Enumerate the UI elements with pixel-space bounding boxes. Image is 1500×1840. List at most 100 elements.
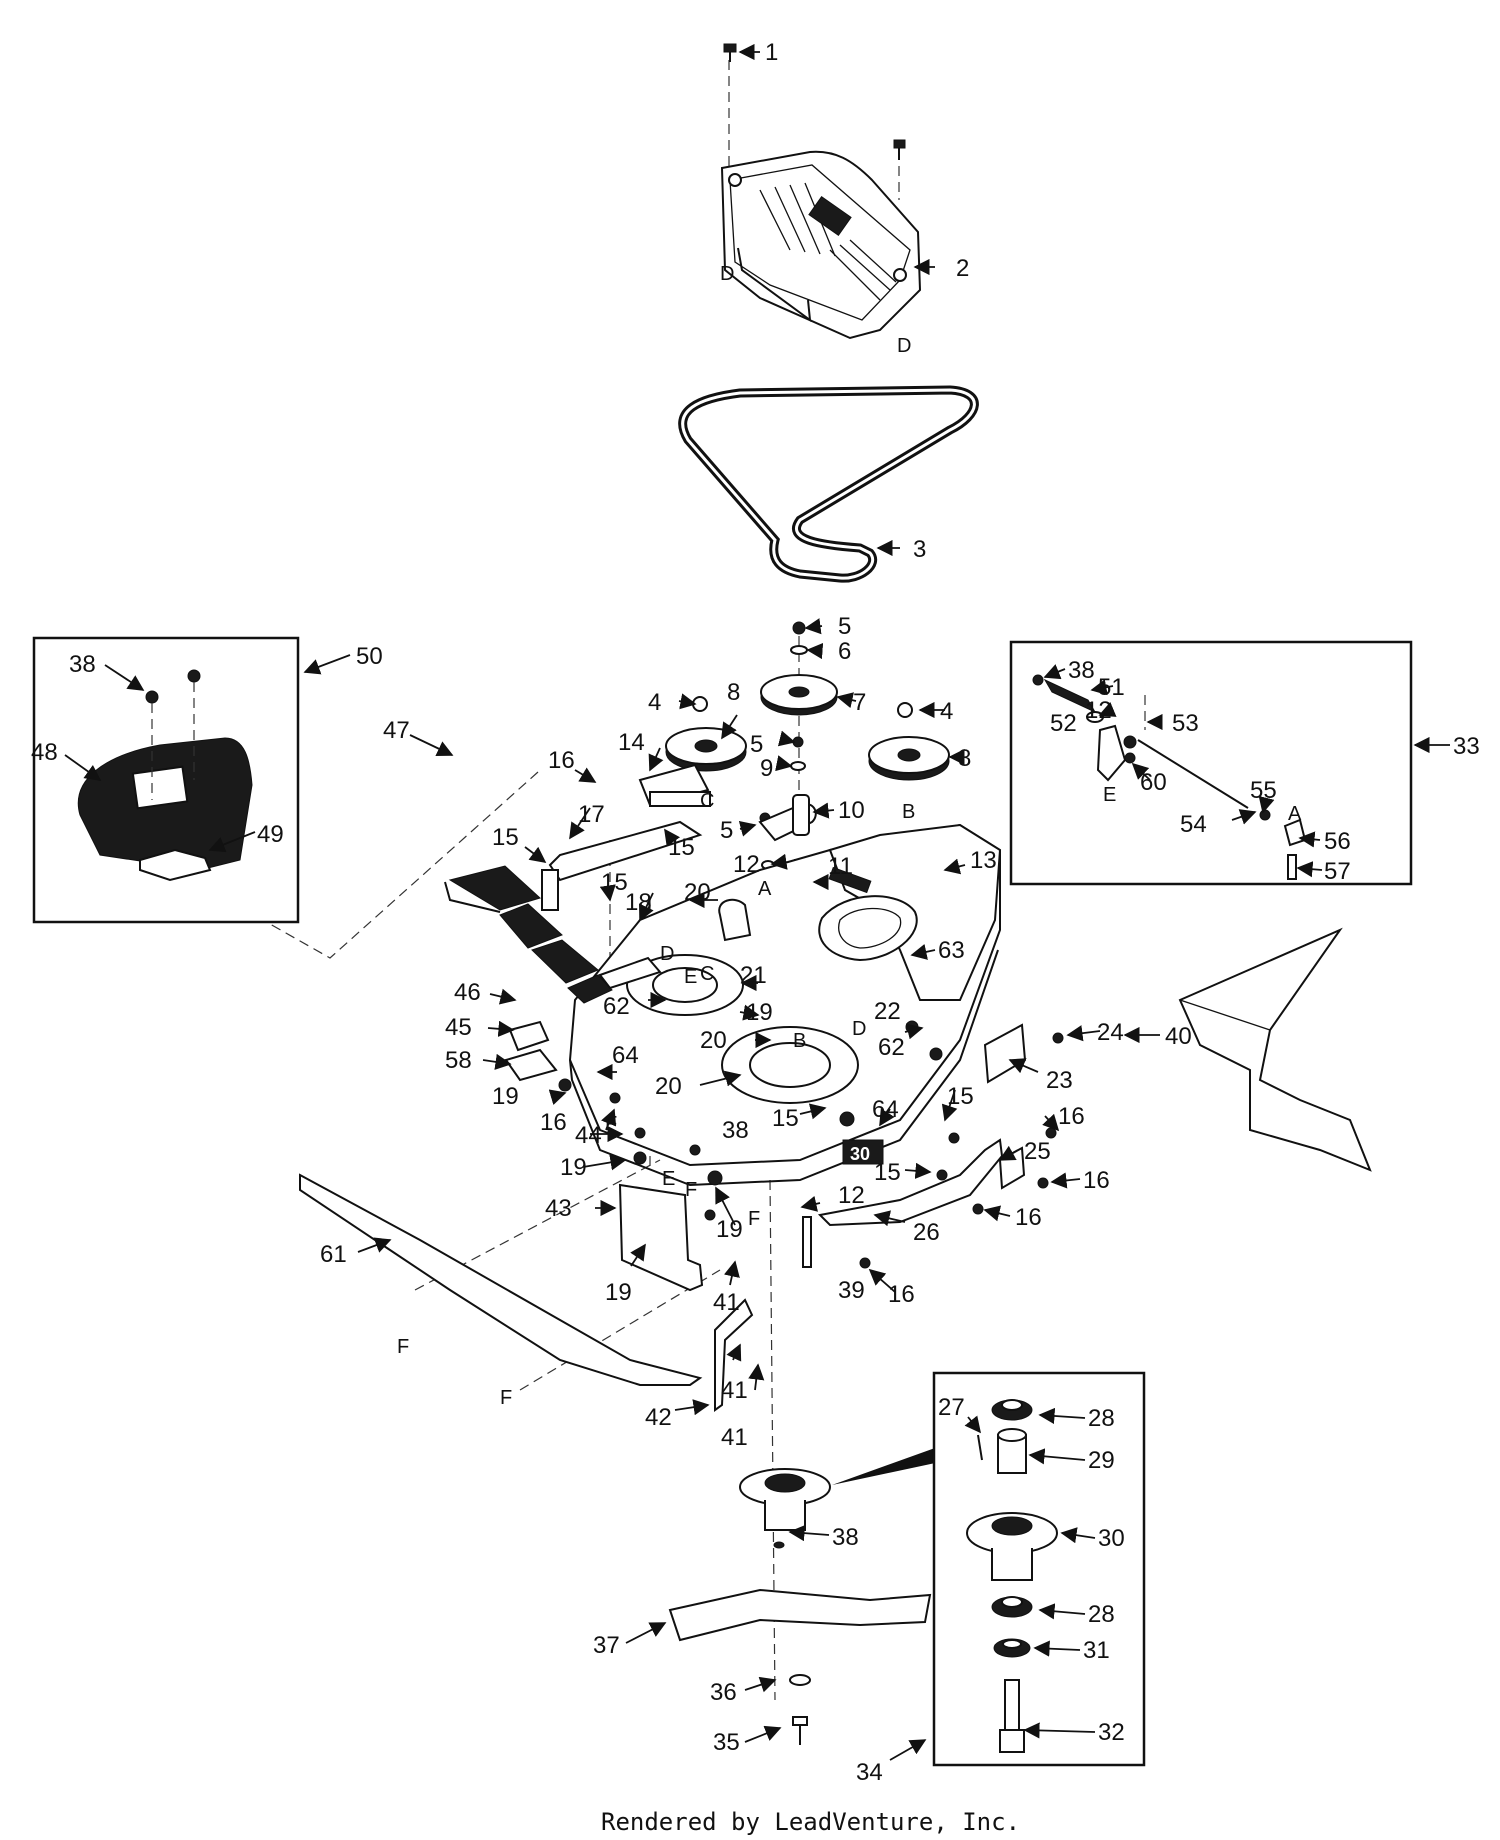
callout-5c: 5	[720, 817, 733, 844]
ref-c-1: C	[700, 790, 714, 812]
callout-54: 54	[1180, 811, 1207, 838]
callout-62a: 62	[603, 993, 630, 1020]
callout-55: 55	[1250, 777, 1277, 804]
callout-18: 18	[625, 889, 652, 916]
callout-4a: 4	[648, 689, 661, 716]
callout-15a: 15	[492, 824, 519, 851]
callout-15e: 15	[947, 1083, 974, 1110]
bracket-18	[598, 956, 662, 990]
callout-5a: 5	[838, 613, 851, 640]
callout-8a: 8	[727, 679, 740, 706]
callout-41c: 41	[721, 1424, 748, 1451]
callout-38a: 38	[69, 651, 96, 678]
callout-44: 44	[575, 1122, 602, 1149]
ref-d-4: D	[852, 1018, 866, 1040]
callout-2: 2	[956, 255, 969, 282]
idler-arm-10	[758, 794, 817, 842]
callout-7: 7	[853, 689, 866, 716]
pulley-7	[760, 674, 838, 716]
callout-20b: 20	[700, 1027, 727, 1054]
callout-19d: 19	[716, 1216, 743, 1243]
lift-arm-17	[541, 820, 703, 911]
plate-23	[983, 1023, 1027, 1084]
pulley-8-right	[868, 736, 950, 781]
ref-e-2: E	[684, 966, 697, 988]
ref-f-2: F	[685, 1179, 697, 1201]
callout-35: 35	[713, 1729, 740, 1756]
callout-41b: 41	[721, 1377, 748, 1404]
callout-43: 43	[545, 1195, 572, 1222]
callout-45: 45	[445, 1014, 472, 1041]
callout-12c: 12	[838, 1182, 865, 1209]
callout-49: 49	[257, 821, 284, 848]
callout-34: 34	[856, 1759, 883, 1786]
callout-62b: 62	[878, 1034, 905, 1061]
callout-16a: 16	[548, 747, 575, 774]
ref-e-1: E	[1103, 784, 1116, 806]
callout-51: 51	[1098, 674, 1125, 701]
callout-20a: 20	[684, 879, 711, 906]
callout-38d: 38	[832, 1524, 859, 1551]
callout-64b: 64	[872, 1096, 899, 1123]
callout-39: 39	[838, 1277, 865, 1304]
discharge-chute-40	[1178, 927, 1372, 1172]
ref-f-3: F	[748, 1208, 760, 1230]
washer-bolt	[789, 1674, 811, 1745]
callout-1: 1	[765, 39, 778, 66]
ref-d-2: D	[897, 335, 911, 357]
callout-19b: 19	[746, 999, 773, 1026]
callout-15d: 15	[772, 1105, 799, 1132]
callout-30: 30	[1098, 1525, 1125, 1552]
callout-20c: 20	[655, 1073, 682, 1100]
drive-belt	[678, 385, 979, 583]
callout-15c: 15	[601, 869, 628, 896]
ref-b-2: B	[793, 1030, 806, 1052]
ref-d-1: D	[720, 263, 734, 285]
callout-10: 10	[838, 797, 865, 824]
callout-29: 29	[1088, 1447, 1115, 1474]
ref-c-2: C	[700, 963, 714, 985]
callout-8b: 8	[958, 745, 971, 772]
inset-box-50	[32, 636, 300, 924]
ref-e-3: E	[662, 1168, 675, 1190]
blade-37	[668, 1588, 932, 1642]
inset-box-34	[932, 1371, 1146, 1767]
ref-f-5: F	[500, 1387, 512, 1409]
callout-16b: 16	[540, 1109, 567, 1136]
discharge-baffle	[444, 865, 613, 1004]
baffle-61	[299, 1173, 703, 1386]
pulley-8-left	[665, 727, 747, 772]
callout-4b: 4	[940, 698, 953, 725]
callout-37: 37	[593, 1632, 620, 1659]
callout-47: 47	[383, 717, 410, 744]
callout-6: 6	[838, 638, 851, 665]
ref-f-4: F	[397, 1336, 409, 1358]
ref-a-1: A	[758, 878, 772, 900]
callout-38b: 38	[1068, 657, 1095, 684]
ref-d-3: D	[660, 943, 674, 965]
ref-a-2: A	[1288, 803, 1302, 825]
callout-21: 21	[740, 962, 767, 989]
bolt-2	[893, 139, 906, 160]
bracket-42	[714, 1298, 754, 1412]
callout-48: 48	[31, 739, 58, 766]
callout-12b: 12	[1085, 697, 1112, 724]
callout-25: 25	[1024, 1138, 1051, 1165]
callout-16e: 16	[1015, 1204, 1042, 1231]
callout-40: 40	[1165, 1023, 1192, 1050]
callout-52: 52	[1050, 710, 1077, 737]
inset-box-33	[1009, 640, 1413, 886]
callout-5b: 5	[750, 731, 763, 758]
callout-63: 63	[938, 937, 965, 964]
callout-14: 14	[618, 729, 645, 756]
bracket-14	[638, 763, 711, 807]
footer-credit: Rendered by LeadVenture, Inc.	[601, 1808, 1020, 1836]
callout-17: 17	[578, 801, 605, 828]
callout-32: 32	[1098, 1719, 1125, 1746]
callout-16d: 16	[1083, 1167, 1110, 1194]
callout-labels: 1 2 3 4 4 5 5 5 6 7 8 8 9 10 11 12 12 12…	[31, 39, 1480, 1786]
callout-31: 31	[1083, 1637, 1110, 1664]
callout-27: 27	[938, 1394, 965, 1421]
right-hardware	[802, 1020, 1064, 1269]
callout-56: 56	[1324, 828, 1351, 855]
